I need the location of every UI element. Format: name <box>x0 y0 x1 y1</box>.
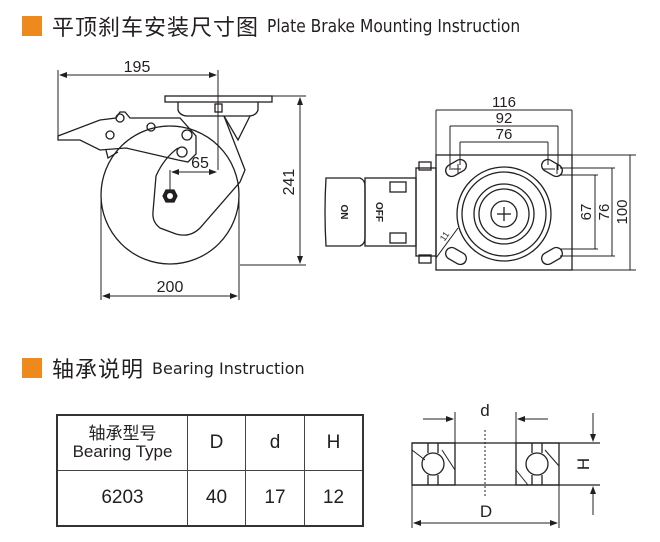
dim-100: 100 <box>614 199 631 224</box>
dim-67: 67 <box>578 204 595 221</box>
header-bearing-type: 轴承型号 Bearing Type <box>56 414 188 471</box>
dim-92: 92 <box>496 110 513 127</box>
bearing-label-d: d <box>480 401 489 420</box>
cell-D: 40 <box>187 470 246 527</box>
dim-241: 241 <box>281 169 298 196</box>
brake-lever <box>57 111 197 163</box>
bearing-label-D: D <box>480 502 492 521</box>
bearing-ball <box>525 452 549 476</box>
on-label: ON <box>338 205 349 220</box>
header-type-en: Bearing Type <box>72 442 173 461</box>
cell-H: 12 <box>304 470 364 527</box>
header-type-zh: 轴承型号 <box>88 424 157 444</box>
lever-pivot <box>115 113 125 123</box>
dim-76-vertical: 76 <box>596 204 613 221</box>
bearing-left-race <box>411 442 456 486</box>
brake-housing <box>415 167 437 257</box>
bearing-cross-section <box>411 430 600 498</box>
dim-76-horizontal: 76 <box>496 126 513 143</box>
bearing-section-heading: 轴承说明 Bearing Instruction <box>22 352 305 384</box>
center-bolt <box>490 200 518 228</box>
header-H: H <box>304 414 364 471</box>
bearing-title-zh: 轴承说明 <box>52 358 145 383</box>
fork-leg <box>152 115 246 236</box>
dim-11: 11 <box>438 230 452 243</box>
fork-brace <box>223 115 251 142</box>
lever-hole <box>176 146 188 158</box>
lever-hole <box>181 129 193 141</box>
bearing-dimensions <box>411 412 596 528</box>
bearing-title-en: Bearing Instruction <box>152 358 305 378</box>
bearing-label-H: H <box>574 458 593 470</box>
dim-195: 195 <box>124 59 151 76</box>
header-d: d <box>245 414 305 471</box>
mounting-slot <box>541 158 563 178</box>
orange-square-bullet <box>22 358 42 378</box>
bearing-ball <box>421 452 445 476</box>
off-label: OFF <box>373 202 384 222</box>
table-header-row: 轴承型号 Bearing Type D d H <box>56 414 364 471</box>
mounting-section-heading: 平顶刹车安装尺寸图 Plate Brake Mounting Instructi… <box>22 10 561 42</box>
mounting-title-zh: 平顶刹车安装尺寸图 <box>52 16 260 41</box>
lever-pin <box>105 130 115 140</box>
bearing-spec-table: 轴承型号 Bearing Type D d H 6203 40 17 12 <box>56 414 364 527</box>
top-view-dimensions <box>435 109 636 271</box>
caster-side-view <box>57 70 273 265</box>
mounting-slot <box>541 246 563 266</box>
mounting-slot <box>445 246 467 266</box>
caster-top-view <box>324 154 573 271</box>
table-row: 6203 40 17 12 <box>56 470 364 527</box>
dim-65: 65 <box>191 155 209 172</box>
header-D: D <box>187 414 246 471</box>
mounting-slot <box>445 158 467 178</box>
dim-200: 200 <box>157 279 184 296</box>
mounting-title-en: Plate Brake Mounting Instruction <box>267 15 521 37</box>
swivel-ring-outer <box>456 166 552 262</box>
bearing-right-race <box>515 442 560 486</box>
dim-116: 116 <box>492 94 516 111</box>
brake-pedal-on <box>324 177 366 247</box>
cell-d: 17 <box>245 470 305 527</box>
side-view-dimensions <box>57 70 306 300</box>
orange-square-bullet <box>22 16 42 36</box>
cell-type: 6203 <box>56 470 188 527</box>
